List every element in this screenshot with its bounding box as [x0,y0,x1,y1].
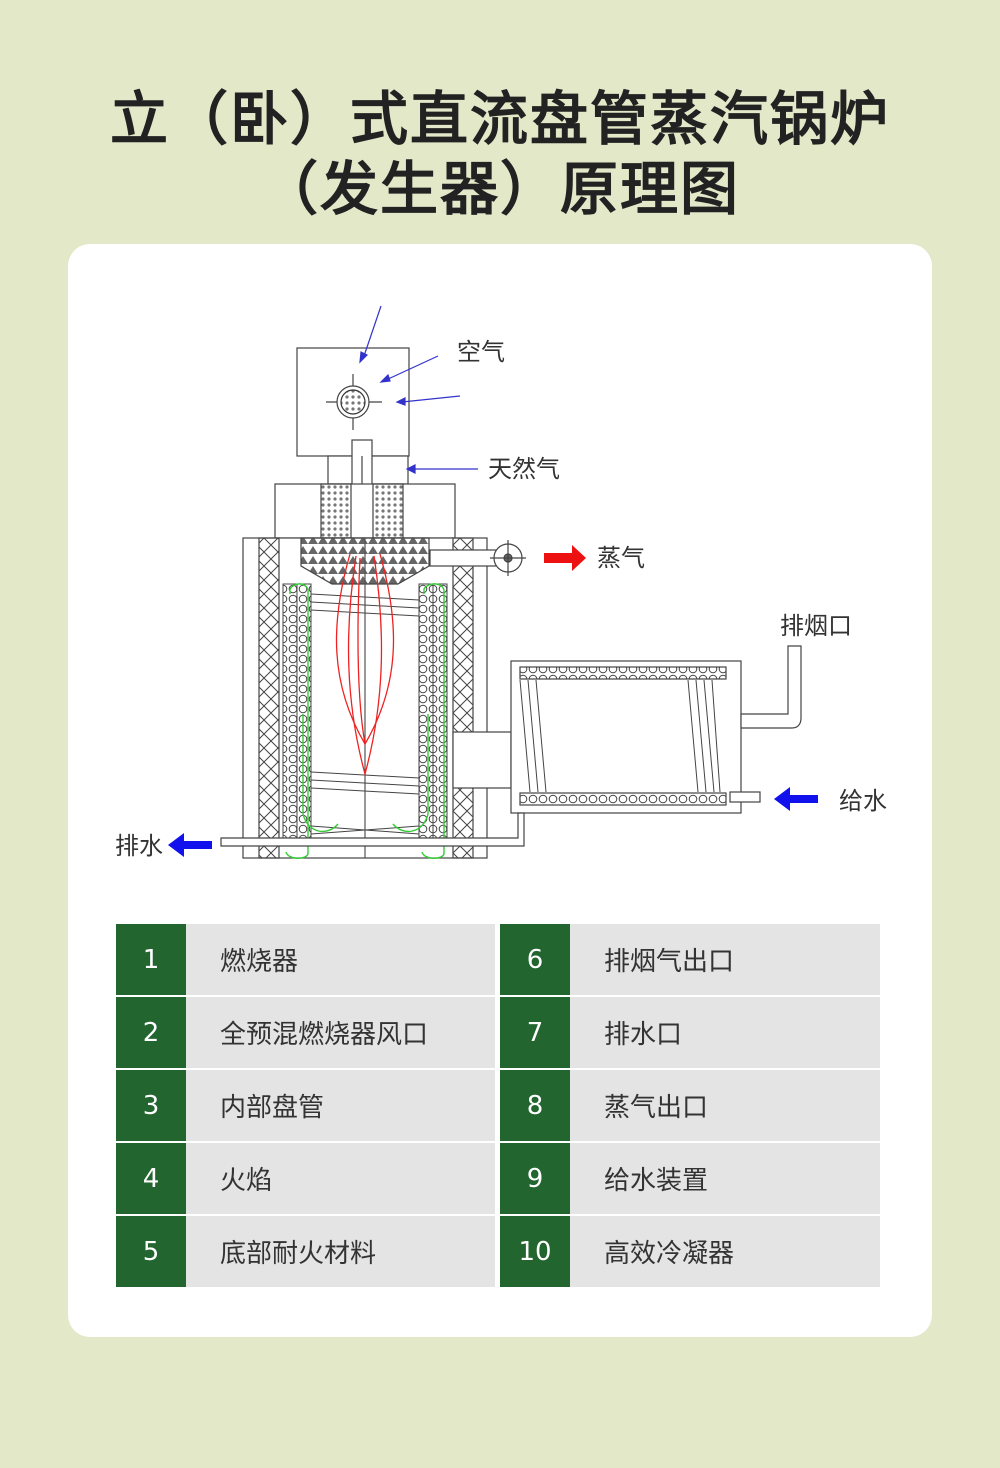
condenser [510,645,802,814]
legend-num: 10 [500,1216,570,1287]
legend-num: 2 [116,997,186,1068]
legend-num: 3 [116,1070,186,1141]
premix-air-inlet [274,483,456,539]
legend-text: 排烟气出口 [570,924,880,995]
inflow-arrows [359,305,478,474]
legend-text: 给水装置 [570,1143,880,1214]
label-drain: 排水 [115,832,163,860]
label-water-supply: 给水 [839,787,887,815]
water-flow-lines [285,583,445,859]
legend-row: 3 内部盘管 8 蒸气出口 [116,1070,880,1141]
legend-text: 高效冷凝器 [570,1216,880,1287]
label-natural-gas: 天然气 [488,455,560,483]
flame [335,553,395,777]
legend-num: 7 [500,997,570,1068]
label-air: 空气 [457,338,505,366]
legend-num: 6 [500,924,570,995]
legend-text: 全预混燃烧器风口 [186,997,495,1068]
legend-num: 9 [500,1143,570,1214]
boiler-diagram: 空气 天然气 蒸气 排烟口 给水 排水 [115,305,887,860]
steam-arrow [544,545,586,571]
drain-pipe [220,812,525,847]
legend-row: 1 燃烧器 6 排烟气出口 [116,924,880,995]
legend-text: 燃烧器 [186,924,495,995]
page-subtitle: （发生器）原理图 [259,155,740,223]
legend-row: 4 火焰 9 给水装置 [116,1143,880,1214]
steam-outlet [429,540,526,576]
legend-row: 2 全预混燃烧器风口 7 排水口 [116,997,880,1068]
drain-arrow [168,833,212,857]
legend-text: 底部耐火材料 [186,1216,495,1287]
content-card: 空气 天然气 蒸气 排烟口 给水 排水 1 燃烧器 6 排烟气出口 2 全预混燃… [68,244,932,1337]
label-steam: 蒸气 [597,544,645,572]
page-title: 立（卧）式直流盘管蒸汽锅炉 [109,85,890,153]
legend-num: 8 [500,1070,570,1141]
legend-num: 5 [116,1216,186,1287]
legend-text: 排水口 [570,997,880,1068]
label-flue-outlet: 排烟口 [780,612,852,640]
legend-num: 1 [116,924,186,995]
legend-row: 5 底部耐火材料 10 高效冷凝器 [116,1216,880,1287]
furnace-shell [242,537,488,859]
legend-text: 内部盘管 [186,1070,495,1141]
water-supply-arrow [774,787,818,811]
legend-text: 蒸气出口 [570,1070,880,1141]
legend-num: 4 [116,1143,186,1214]
burner [296,347,410,534]
flue-duct [452,731,512,789]
legend-text: 火焰 [186,1143,495,1214]
